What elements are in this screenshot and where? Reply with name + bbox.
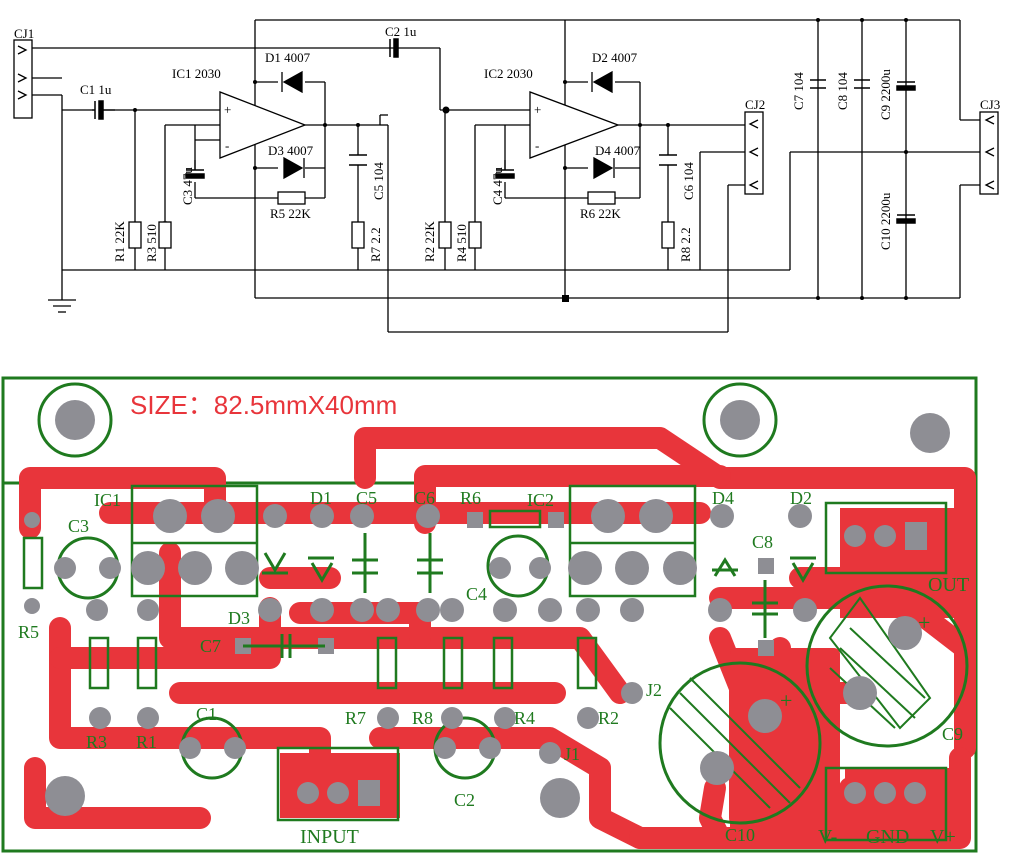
pcb-label-d3: D3 <box>228 608 250 628</box>
pcb-label-d2: D2 <box>790 488 812 508</box>
ic2-minus: - <box>535 138 539 153</box>
label-cj1: CJ1 <box>14 26 34 41</box>
pcb-label-r4: R4 <box>514 708 535 728</box>
pcb-label-j2: J2 <box>646 680 662 700</box>
label-c10: C10 2200u <box>878 192 893 250</box>
label-cj3: CJ3 <box>980 97 1000 112</box>
pcb-label-r8: R8 <box>412 708 433 728</box>
pcb-label-c3: C3 <box>68 516 89 536</box>
schematic-wires <box>32 19 980 333</box>
label-d3: D3 4007 <box>268 143 314 158</box>
pcb-label-j1: J1 <box>564 744 580 764</box>
label-d1: D1 4007 <box>265 50 311 65</box>
pcb-label-d4: D4 <box>712 488 734 508</box>
label-c1: C1 1u <box>80 82 112 97</box>
ic2-plus: + <box>534 102 541 117</box>
pcb-label-out: OUT <box>928 574 969 596</box>
label-d4: D4 4007 <box>595 143 641 158</box>
pcb-label-ic1: IC1 <box>94 490 121 510</box>
label-r5: R5 22K <box>270 206 311 221</box>
pcb-diodes <box>243 533 816 658</box>
label-r4: R4 510 <box>454 224 469 262</box>
label-r8: R8 2.2 <box>678 227 693 262</box>
pcb-label-vminus: V- <box>818 826 837 848</box>
cap-c9-outline <box>805 584 969 748</box>
resistor-outlines <box>22 509 598 690</box>
ic1-plus: + <box>224 102 231 117</box>
pcb-label-input: INPUT <box>300 826 359 848</box>
pcb-label-c10: C10 <box>725 825 755 845</box>
pcb-label-d1: D1 <box>310 488 332 508</box>
pcb-layout: SIZE：82.5mmX40mm IC1 IC2 D1 D2 D3 D4 C1 … <box>1 376 978 853</box>
label-d2: D2 4007 <box>592 50 638 65</box>
label-r2: R2 22K <box>422 221 437 262</box>
pcb-labels: SIZE：82.5mmX40mm IC1 IC2 D1 D2 D3 D4 C1 … <box>18 390 969 848</box>
label-c2: C2 1u <box>385 24 417 39</box>
ic-outlines <box>130 484 948 842</box>
connector-cj1 <box>13 39 33 119</box>
pcb-label-c1: C1 <box>196 704 217 724</box>
pcb-plus-c10: + <box>780 688 792 713</box>
label-c6: C6 104 <box>681 162 696 200</box>
schematic-diodes <box>281 70 615 180</box>
pcb-label-c5: C5 <box>356 488 377 508</box>
label-r1: R1 22K <box>112 221 127 262</box>
pcb-label-r3: R3 <box>86 732 107 752</box>
label-c4: C4 47u <box>490 167 505 205</box>
pcb-label-c2: C2 <box>454 790 475 810</box>
connector-cj3 <box>979 111 999 195</box>
connector-cj2 <box>744 111 764 195</box>
board-size-label: SIZE：82.5mmX40mm <box>130 390 397 420</box>
pcb-label-r6: R6 <box>460 488 481 508</box>
pcb-label-c8: C8 <box>752 532 773 552</box>
pads <box>24 499 927 806</box>
label-cj2: CJ2 <box>745 97 765 112</box>
pcb-label-gnd: GND <box>866 826 909 848</box>
label-c3: C3 47u <box>180 167 195 205</box>
pcb-label-r7: R7 <box>345 708 366 728</box>
label-ic2: IC2 2030 <box>484 66 533 81</box>
label-c5: C5 104 <box>371 162 386 200</box>
pcb-label-vplus: V+ <box>930 826 956 848</box>
pcb-plus-c9: + <box>918 610 930 635</box>
pcb-label-c6: C6 <box>414 488 435 508</box>
pcb-label-c9: C9 <box>942 724 963 744</box>
pcb-label-ic2: IC2 <box>527 490 554 510</box>
schematic-diagram: CJ1 CJ2 CJ3 IC1 2030 IC2 2030 C1 1u C2 1… <box>13 18 1000 333</box>
pcb-label-c4: C4 <box>466 584 487 604</box>
pcb-label-r1: R1 <box>136 732 157 752</box>
ic2-opamp <box>529 91 620 159</box>
pcb-label-c7: C7 <box>200 636 221 656</box>
label-r3: R3 510 <box>144 224 159 262</box>
ic1-minus: - <box>225 138 229 153</box>
label-r6: R6 22K <box>580 206 621 221</box>
mounting-holes <box>37 382 950 818</box>
pcb-label-r5: R5 <box>18 622 39 642</box>
label-c8: C8 104 <box>835 72 850 110</box>
label-ic1: IC1 2030 <box>172 66 221 81</box>
label-c7: C7 104 <box>791 72 806 110</box>
schematic-capacitors <box>92 38 916 224</box>
junction-dots <box>133 18 908 302</box>
schematic-labels: CJ1 CJ2 CJ3 IC1 2030 IC2 2030 C1 1u C2 1… <box>14 24 1000 262</box>
label-c9: C9 2200u <box>878 69 893 120</box>
ic1-opamp <box>219 91 307 159</box>
label-r7: R7 2.2 <box>368 227 383 262</box>
schematic-resistors <box>128 191 675 249</box>
pcb-label-r2: R2 <box>598 708 619 728</box>
